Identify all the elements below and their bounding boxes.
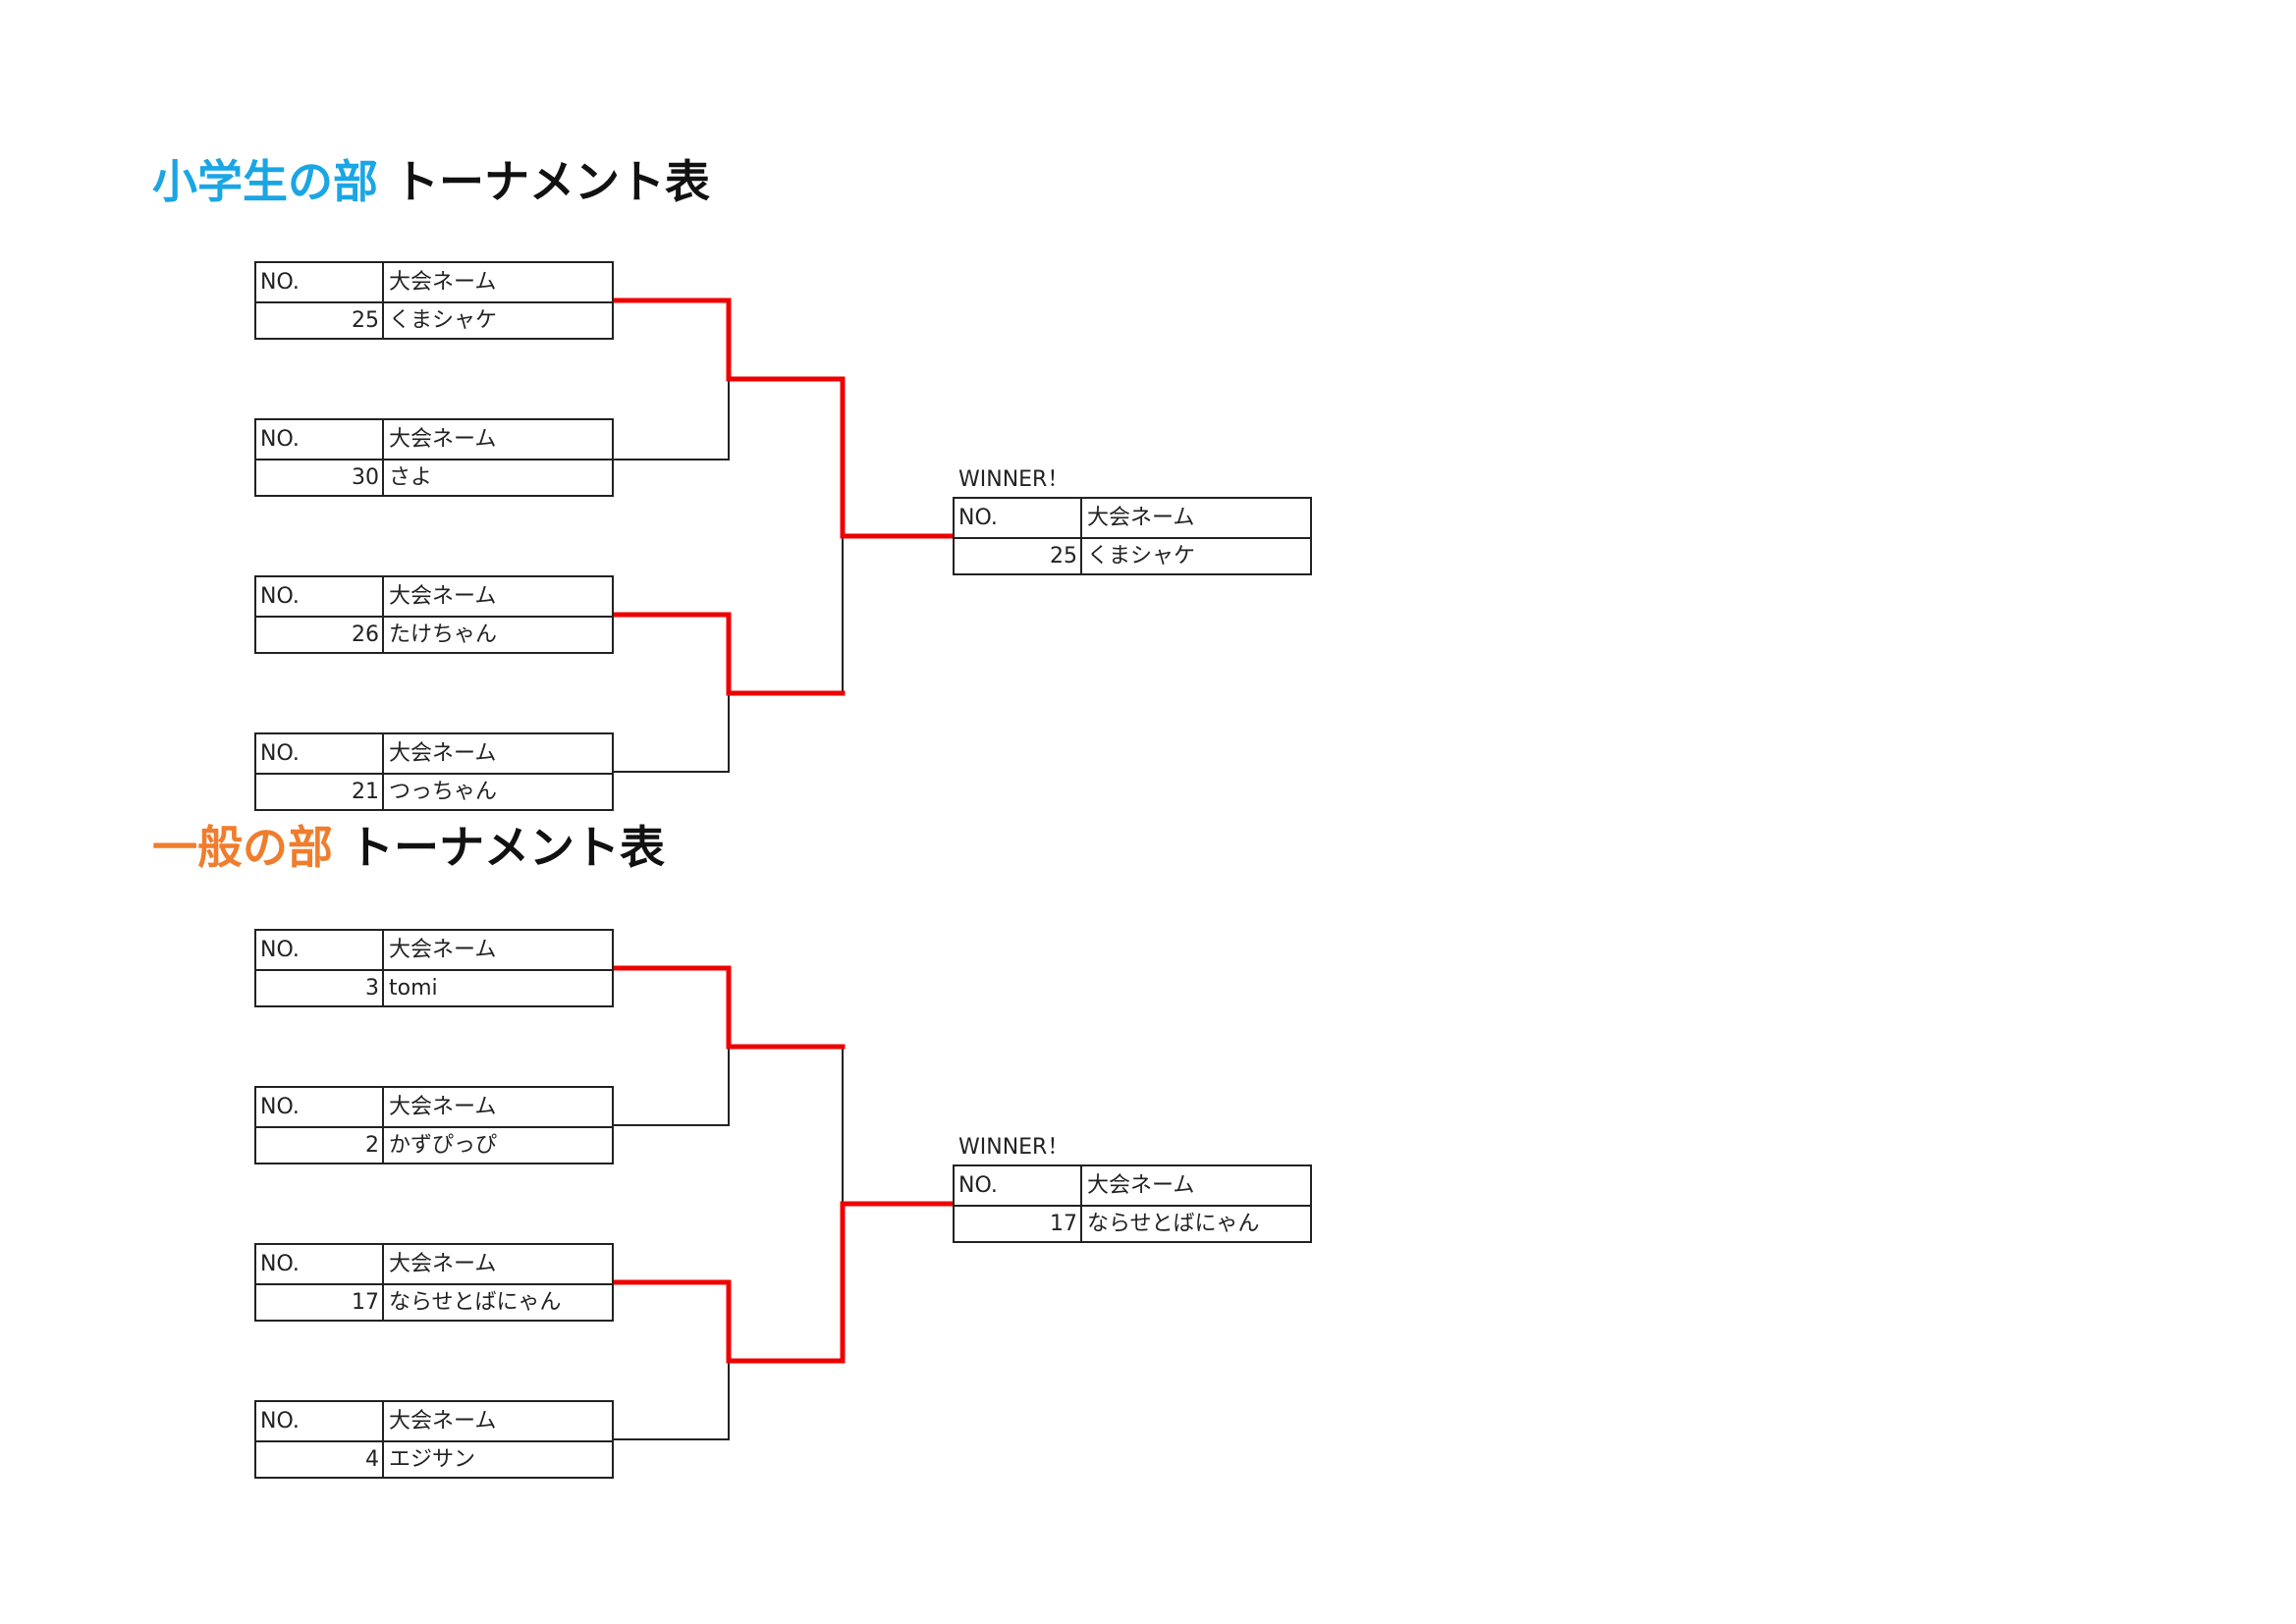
entry-name: たけちゃん — [389, 623, 498, 647]
bracket-line-match2-loser — [613, 692, 730, 773]
no-header: NO. — [256, 420, 384, 459]
no-header: NO. — [256, 931, 384, 969]
entry-number: 4 — [256, 1440, 384, 1479]
name-header: 大会ネーム — [389, 427, 497, 452]
bracket-line-match1-loser — [613, 378, 730, 460]
name-header: 大会ネーム — [389, 1095, 497, 1119]
elementary-winner-label: WINNER！ — [958, 467, 1069, 492]
elementary-title-accent: 小学生の部 — [152, 155, 378, 208]
winner-number: 17 — [955, 1205, 1082, 1243]
entry-name: つっちゃん — [389, 780, 498, 804]
entry-name: ならせとばにゃん — [389, 1290, 562, 1315]
name-header: 大会ネーム — [1087, 1173, 1195, 1198]
entry-name: くまシャケ — [389, 308, 498, 333]
bracket-line-match1-winner — [611, 965, 846, 1050]
elementary-title-plain: トーナメント表 — [394, 155, 711, 208]
bracket-line-match2-winner — [611, 612, 846, 696]
entry-name: エジサン — [389, 1447, 476, 1472]
winner-name: くまシャケ — [1087, 544, 1196, 568]
name-header: 大会ネーム — [389, 1409, 497, 1434]
no-header: NO. — [256, 263, 384, 301]
name-header: 大会ネーム — [389, 741, 497, 766]
no-header: NO. — [256, 577, 384, 616]
entry-name: tomi — [389, 976, 438, 1001]
name-header: 大会ネーム — [389, 938, 497, 962]
winner-number: 25 — [955, 537, 1082, 575]
no-header: NO. — [256, 1245, 384, 1283]
entry-number: 17 — [256, 1283, 384, 1322]
bracket-line-match2-loser — [613, 1360, 730, 1440]
no-header: NO. — [256, 1402, 384, 1440]
name-header: 大会ネーム — [389, 584, 497, 609]
bracket-line-match2-winner — [611, 1201, 956, 1364]
general-section-title: 一般の部 トーナメント表 — [152, 825, 665, 870]
no-header: NO. — [256, 734, 384, 773]
name-header: 大会ネーム — [389, 1252, 497, 1276]
entry-number: 2 — [256, 1126, 384, 1164]
name-header: 大会ネーム — [389, 270, 497, 295]
general-title-accent: 一般の部 — [152, 821, 333, 874]
name-header: 大会ネーム — [1087, 506, 1195, 530]
entry-number: 21 — [256, 773, 384, 811]
entry-name: さよ — [389, 465, 433, 490]
winner-name: ならせとばにゃん — [1087, 1212, 1260, 1236]
bracket-line-match1-loser — [613, 1046, 730, 1126]
bracket-line-match1-winner — [611, 298, 956, 539]
entry-number: 25 — [256, 301, 384, 340]
entry-number: 26 — [256, 616, 384, 654]
general-winner-label: WINNER！ — [958, 1135, 1069, 1160]
entry-number: 30 — [256, 459, 384, 497]
entry-number: 3 — [256, 969, 384, 1007]
no-header: NO. — [256, 1088, 384, 1126]
entry-name: かずぴっぴ — [389, 1133, 498, 1158]
general-title-plain: トーナメント表 — [349, 821, 666, 874]
no-header: NO. — [955, 499, 1082, 537]
elementary-section-title: 小学生の部 トーナメント表 — [152, 159, 710, 204]
no-header: NO. — [955, 1166, 1082, 1205]
